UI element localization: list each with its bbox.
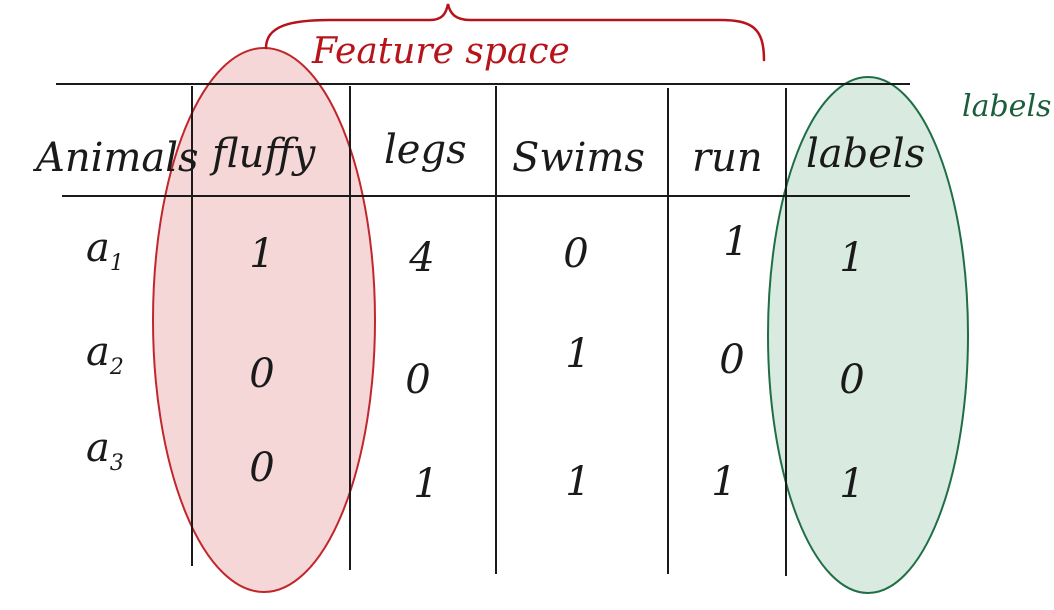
cell-a2-swims: 1 <box>565 331 591 377</box>
feature-space-brace <box>264 3 766 62</box>
cell-a1-labels: 1 <box>839 235 865 281</box>
cell-a1-legs: 4 <box>409 235 435 281</box>
feature-space-ellipse <box>152 47 376 593</box>
cell-a3-labels: 1 <box>839 461 865 507</box>
feature-space-label: Feature space <box>312 31 570 72</box>
row-label-a3: a3 <box>86 425 124 476</box>
cell-a1-swims: 0 <box>563 231 589 277</box>
cell-a2-labels: 0 <box>839 357 865 403</box>
cell-a3-swims: 1 <box>565 459 591 505</box>
cell-a2-fluffy: 0 <box>249 351 275 397</box>
cell-a2-legs: 0 <box>405 357 431 403</box>
row-label-a1: a1 <box>86 225 124 276</box>
header-animals: Animals <box>36 135 199 181</box>
cell-a3-fluffy: 0 <box>249 445 275 491</box>
cell-a3-run: 1 <box>711 459 737 505</box>
cell-a3-legs: 1 <box>413 461 439 507</box>
header-swims: Swims <box>512 135 645 181</box>
cell-a2-run: 0 <box>719 337 745 383</box>
header-labels: labels <box>806 131 926 177</box>
labels-ellipse <box>767 76 969 594</box>
header-legs: legs <box>384 127 467 173</box>
header-fluffy: fluffy <box>212 131 316 177</box>
labels-note: labels. <box>962 89 1054 124</box>
cell-a1-run: 1 <box>723 219 749 265</box>
cell-a1-fluffy: 1 <box>249 231 275 277</box>
row-label-a2: a2 <box>86 329 124 380</box>
header-run: run <box>692 135 763 181</box>
